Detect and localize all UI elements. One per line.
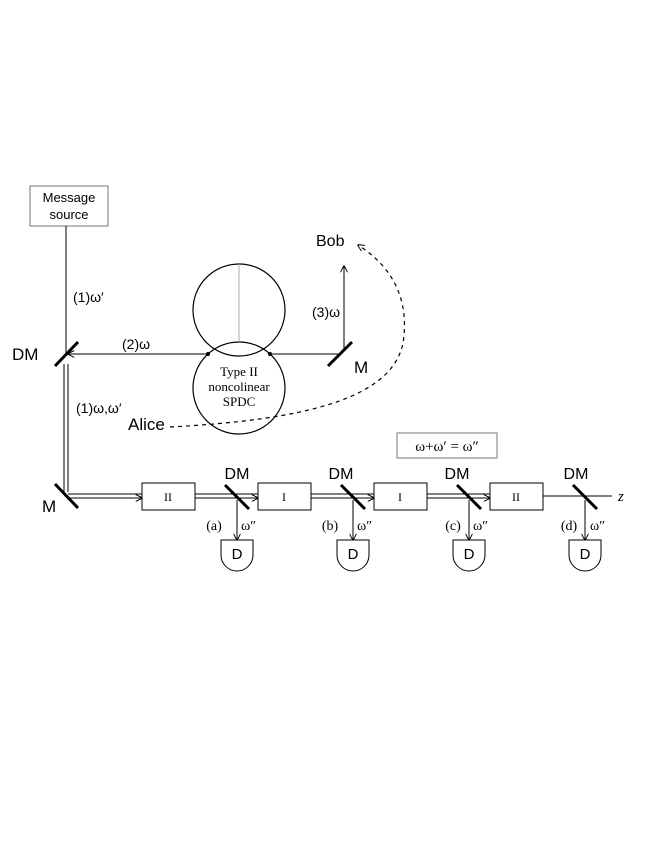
crystal-box: [257, 482, 312, 511]
beam-exit-left-dot: [206, 352, 210, 356]
detector-label: D: [464, 546, 475, 563]
message-source: Message source: [29, 185, 109, 227]
mirror-bottom-left: [53, 482, 80, 510]
detector: [220, 539, 254, 572]
crystal-type: II: [512, 490, 520, 504]
output-freq: ω″: [473, 519, 488, 534]
beam-exit-right-dot: [268, 352, 272, 356]
mirror-top-label: M: [354, 358, 368, 377]
output-tag: (a): [206, 519, 222, 534]
main-beam-path: [68, 493, 612, 498]
crystal-type-label: Type II: [220, 364, 258, 379]
detector: [568, 539, 602, 572]
output-freq: ω″: [590, 519, 605, 534]
crystal-box: [489, 482, 544, 511]
output-freq: ω″: [241, 519, 256, 534]
crystal-box: [373, 482, 428, 511]
detector-label: D: [580, 546, 591, 563]
detector-label: D: [232, 546, 243, 563]
output-tag: (b): [322, 519, 339, 534]
output-freq: ω″: [357, 519, 372, 534]
beam-2-omega-label: (2)ω: [122, 336, 150, 352]
dichroic-mirror: [339, 483, 367, 511]
dichroic-mirror: [223, 483, 251, 511]
mirror-top-right: [326, 340, 354, 368]
alice-to-bob-classical-channel: [169, 245, 406, 428]
stage-c: I DM (c) ω″ D: [373, 466, 488, 572]
dichroic-mirror: [455, 483, 483, 511]
phase-matching-equation: ω+ω′ = ω″: [396, 432, 498, 459]
mirror-bottom-label: M: [42, 497, 56, 516]
dichroic-mirror: [571, 483, 599, 511]
beam-1-omega-prime-label: (1)ω′: [73, 289, 104, 305]
message-source-line1: Message: [43, 190, 96, 205]
stage-d: II DM (d) ω″ D: [489, 466, 605, 572]
dm-label: DM: [329, 466, 354, 483]
crystal-spdc-label: SPDC: [223, 394, 256, 409]
alice-label: Alice: [128, 415, 165, 434]
beam-1-both-label: (1)ω,ω′: [76, 400, 122, 416]
stage-a: II DM (a) ω″ D: [141, 466, 256, 572]
crystal-type: I: [282, 490, 286, 504]
equation-text: ω+ω′ = ω″: [415, 439, 479, 455]
detector: [452, 539, 486, 572]
beam-3-omega-label: (3)ω: [312, 304, 340, 320]
dm-label: DM: [564, 466, 589, 483]
output-tag: (c): [445, 519, 461, 534]
crystal-box: [141, 482, 196, 511]
bob-label: Bob: [316, 233, 345, 250]
dichroic-mirror-left: [53, 340, 80, 368]
message-source-line2: source: [49, 207, 88, 222]
detector: [336, 539, 370, 572]
output-tag: (d): [561, 519, 578, 534]
dm-label: DM: [445, 466, 470, 483]
dm-left-label: DM: [12, 345, 38, 364]
dm-label: DM: [225, 466, 250, 483]
crystal-type: II: [164, 490, 172, 504]
axis-z-label: z: [617, 489, 624, 505]
crystal-noncolinear-label: noncolinear: [208, 379, 270, 394]
detector-label: D: [348, 546, 359, 563]
crystal-type: I: [398, 490, 402, 504]
stage-b: I DM (b) ω″ D: [257, 466, 372, 572]
